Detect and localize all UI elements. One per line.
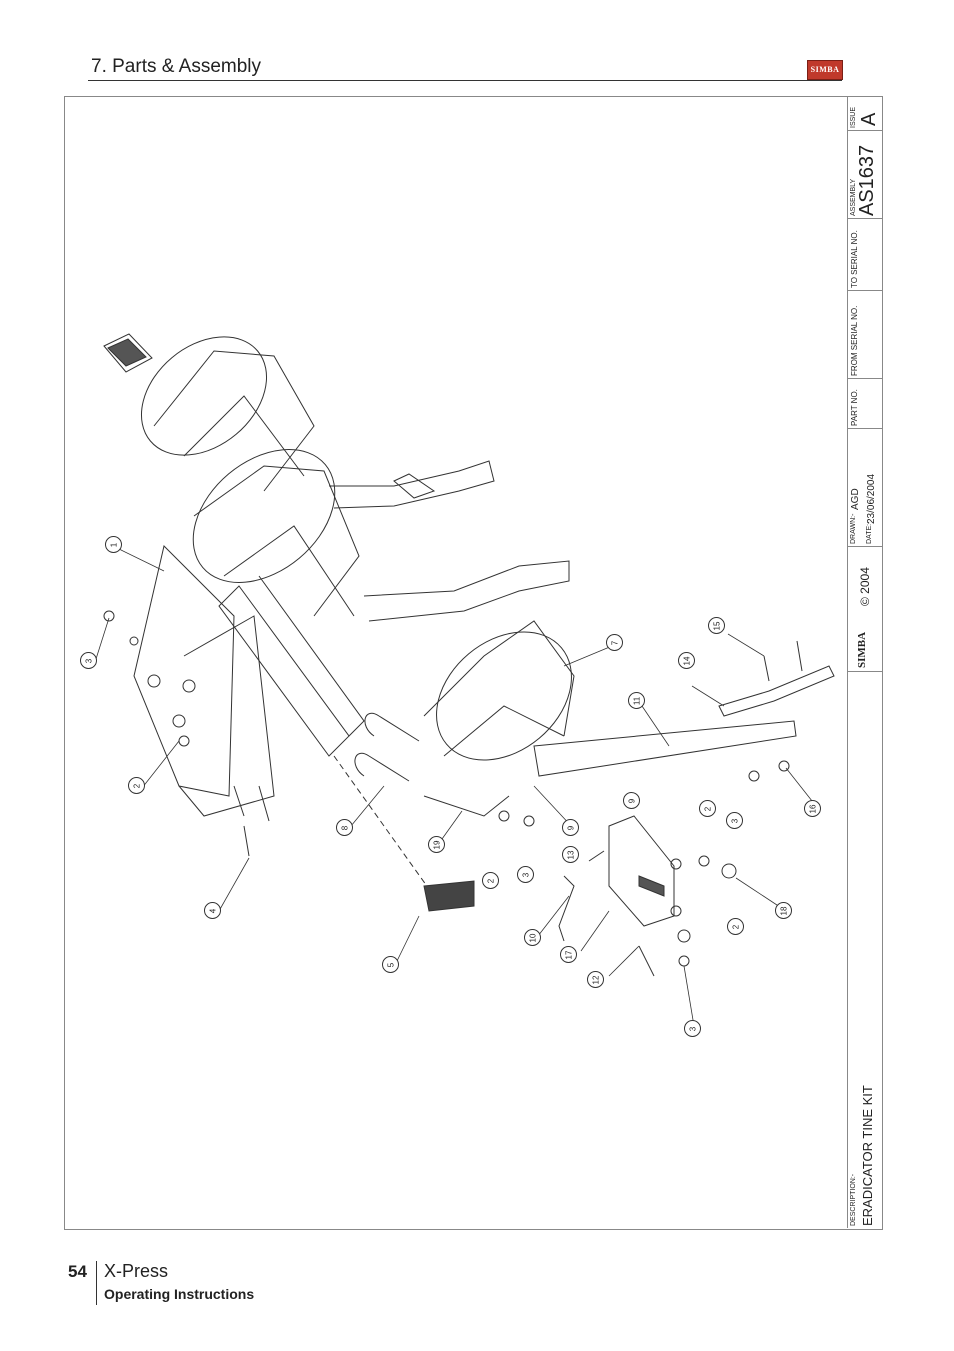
from-serial-label: FROM SERIAL NO.	[850, 305, 859, 376]
callout-4: 4	[204, 902, 221, 919]
callout-leaders	[95, 548, 817, 1027]
part-no-cell: PART NO.	[848, 378, 882, 429]
callout-3: 3	[80, 652, 97, 669]
callout-3d: 3	[684, 1020, 701, 1037]
callout-11: 11	[628, 692, 645, 709]
header-divider	[88, 80, 842, 81]
callout-2b: 2	[482, 872, 499, 889]
callout-18: 18	[775, 902, 792, 919]
description-label: DESCRIPTION:-	[850, 1173, 857, 1226]
drawing-frame	[64, 96, 883, 1230]
copyright-text: © 2004	[858, 567, 872, 606]
drawn-label: DRAWN:-	[850, 513, 857, 544]
callout-7: 7	[606, 634, 623, 651]
callout-15: 15	[708, 617, 725, 634]
callout-8: 8	[336, 819, 353, 836]
exploded-assembly-drawing: 1 2 3 4 5 7 8 9 10 11 12 13 14 15 16 17 …	[64, 96, 847, 1228]
assembly-number: AS1637	[856, 144, 878, 216]
part-no-label: PART NO.	[850, 389, 859, 426]
assembly-cell: ASSEMBLY AS1637	[848, 130, 882, 219]
to-serial-cell: TO SERIAL NO.	[848, 218, 882, 291]
issue-value: A	[858, 112, 880, 126]
description-cell: DESCRIPTION:- ERADICATOR TINE KIT	[848, 671, 882, 1228]
callout-10: 10	[524, 929, 541, 946]
simba-logo: SIMBA	[807, 60, 843, 80]
title-block: ISSUE A ASSEMBLY AS1637 TO SERIAL NO. FR…	[847, 96, 882, 1228]
description-value: ERADICATOR TINE KIT	[860, 1085, 875, 1226]
drawing-line-art	[103, 333, 835, 977]
callout-3c: 3	[726, 812, 743, 829]
issue-cell: ISSUE A	[848, 96, 882, 131]
callout-9b: 9	[623, 792, 640, 809]
date-label: DATE:-	[866, 521, 873, 544]
callout-13: 13	[562, 846, 579, 863]
date-value: 23/06/2004	[866, 473, 877, 524]
callout-1: 1	[105, 536, 122, 553]
callout-16: 16	[804, 800, 821, 817]
callout-3b: 3	[517, 866, 534, 883]
page-number: 54	[68, 1262, 87, 1281]
drawn-date-cell: DRAWN:- AGD DATE:- 23/06/2004	[848, 428, 882, 547]
copyright-cell: © 2004 SIMBA	[848, 546, 882, 672]
drawn-value: AGD	[850, 488, 861, 510]
product-name: X-Press	[104, 1261, 169, 1281]
callout-19: 19	[428, 836, 445, 853]
footer-divider	[96, 1261, 97, 1305]
to-serial-label: TO SERIAL NO.	[850, 230, 859, 288]
callout-2d: 2	[727, 918, 744, 935]
from-serial-cell: FROM SERIAL NO.	[848, 290, 882, 379]
callout-14: 14	[678, 652, 695, 669]
callout-2: 2	[128, 777, 145, 794]
issue-label: ISSUE	[850, 106, 857, 128]
section-title: 7. Parts & Assembly	[91, 56, 262, 77]
document-subtitle: Operating Instructions	[104, 1286, 255, 1302]
callout-5: 5	[382, 956, 399, 973]
callout-17: 17	[560, 946, 577, 963]
callout-9: 9	[562, 819, 579, 836]
callout-2c: 2	[699, 800, 716, 817]
callout-12: 12	[587, 971, 604, 988]
title-block-simba-logo: SIMBA	[856, 631, 868, 668]
